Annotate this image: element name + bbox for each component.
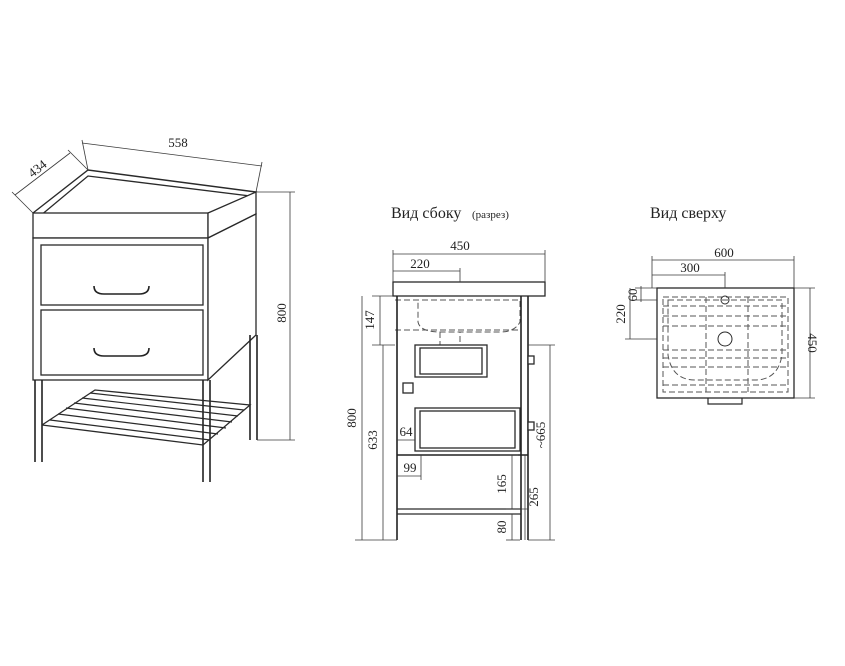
drawer-handle <box>93 347 150 357</box>
side-basin-label: 147 <box>362 310 377 330</box>
top-offset-small-label: 60 <box>625 289 640 302</box>
side-countertop <box>392 281 546 297</box>
top-offset-large-label: 220 <box>613 304 628 324</box>
isometric-view: 558 434 800 <box>11 135 295 482</box>
drawer-top <box>40 244 204 306</box>
side-leg-offset-label: 99 <box>404 460 417 475</box>
iso-depth-label: 434 <box>25 156 50 180</box>
countertop-front <box>32 212 209 239</box>
iso-height-label: 800 <box>274 303 289 323</box>
side-total-height-label: 800 <box>344 408 359 428</box>
side-shelf-gap-label: 165 <box>494 474 509 494</box>
side-inner-label: 220 <box>410 256 430 271</box>
drawer-handle <box>93 285 150 295</box>
top-depth-label: 450 <box>805 333 820 353</box>
side-view-title-note: (разрез) <box>472 209 509 221</box>
shelf-slats <box>49 392 245 441</box>
top-countertop <box>656 287 795 399</box>
drawer-bottom <box>40 309 204 376</box>
side-shelf-height-label: 265 <box>526 487 541 507</box>
side-view-title: Вид сбоку <box>391 205 461 222</box>
top-width-label: 600 <box>714 245 734 260</box>
side-leg-height-label: 80 <box>494 521 509 534</box>
top-view-title: Вид сверху <box>650 205 726 222</box>
iso-width-label: 558 <box>168 135 188 150</box>
side-view: Вид сбоку (разрез) 450 220 <box>344 205 555 541</box>
side-drawer-step-label: 64 <box>400 424 414 439</box>
side-depth-label: 450 <box>450 238 470 253</box>
top-view: Вид сверху 600 300 60 220 <box>613 205 820 405</box>
top-half-label: 300 <box>680 260 700 275</box>
side-body-height-label: 633 <box>365 430 380 450</box>
side-approx-height-label: ~665 <box>533 422 548 449</box>
